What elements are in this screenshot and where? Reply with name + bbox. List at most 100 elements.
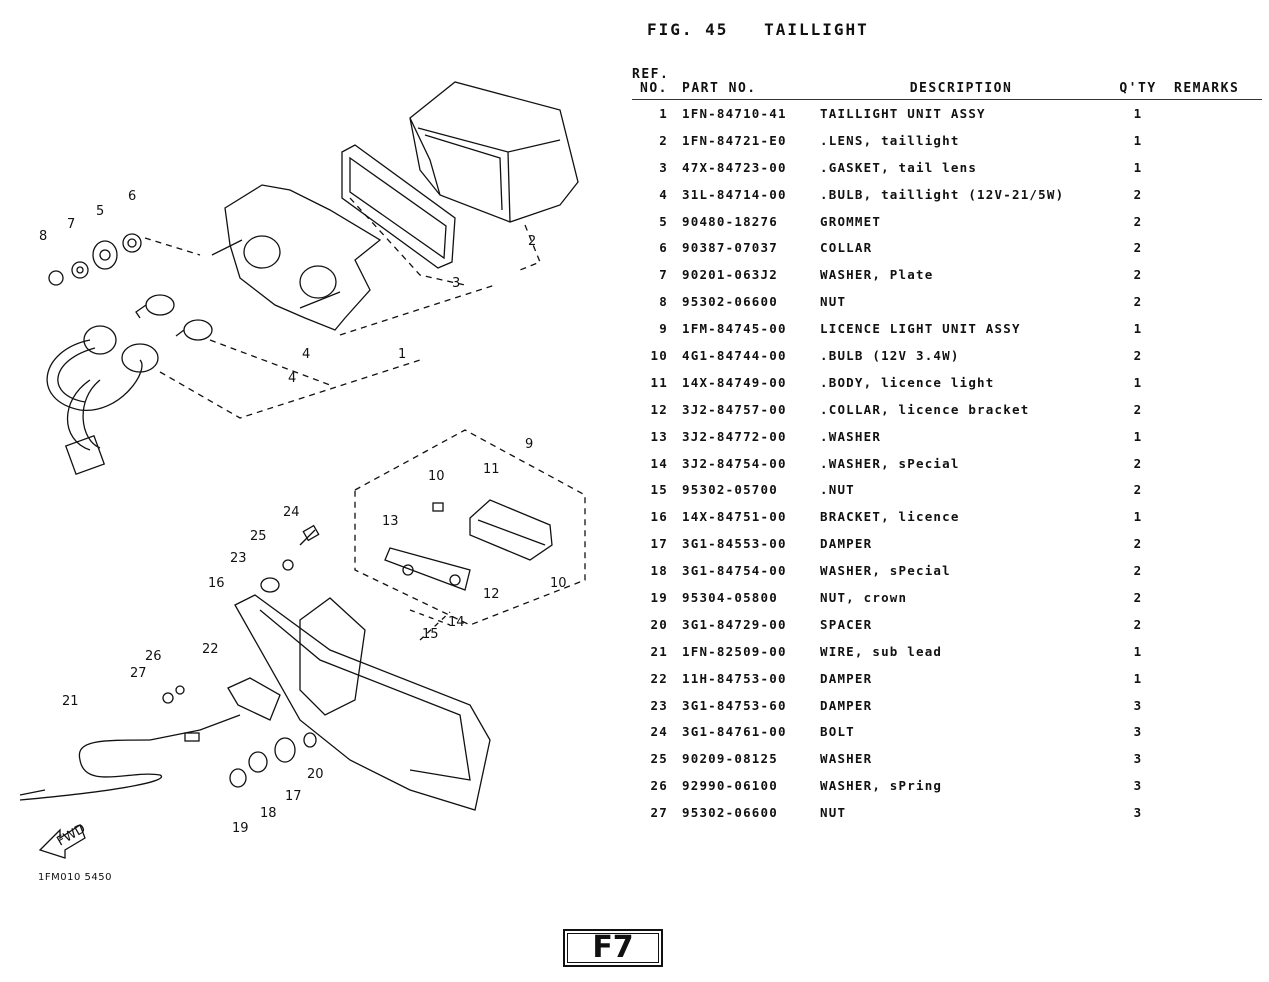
header-remarks: REMARKS [1174, 81, 1240, 96]
row-remarks [1174, 154, 1262, 181]
row-part-no: 3J2-84757-00 [682, 401, 787, 417]
header-ref-no: REF. NO. [632, 68, 678, 100]
row-ref-no: 5 [659, 213, 668, 229]
row-description: WIRE, sub lead [820, 643, 943, 659]
row-description: .NUT [820, 482, 855, 498]
row-part-no: 95302-05700 [682, 482, 778, 498]
row-remarks [1174, 584, 1262, 611]
row-ref-no: 17 [650, 536, 668, 552]
row-part-no: 1FN-84721-E0 [682, 132, 787, 148]
row-description: BRACKET, licence [820, 509, 960, 525]
callout: 17 [285, 789, 302, 804]
row-ref-no: 25 [650, 751, 668, 767]
row-part-no: 90201-063J2 [682, 267, 778, 283]
callout: 3 [452, 276, 460, 291]
callout: 19 [232, 821, 249, 836]
row-description: WASHER, Plate [820, 267, 934, 283]
row-qty: 2 [1133, 616, 1143, 632]
row-ref-no: 26 [650, 778, 668, 794]
callout: 27 [130, 666, 147, 681]
row-description: DAMPER [820, 697, 873, 713]
figure-number: FIG. 45 [647, 20, 729, 39]
callout: 8 [39, 229, 47, 244]
fwd-label: FWD [55, 821, 89, 849]
row-qty: 1 [1133, 321, 1143, 337]
row-part-no: 3G1-84729-00 [682, 616, 787, 632]
row-qty: 3 [1133, 751, 1143, 767]
row-part-no: 4G1-84744-00 [682, 347, 787, 363]
callout: 1 [398, 347, 406, 362]
callout: 14 [448, 615, 465, 630]
bolts-dampers [162, 524, 320, 788]
row-ref-no: 10 [650, 347, 668, 363]
row-qty: 2 [1133, 294, 1143, 310]
row-part-no: 14X-84749-00 [682, 374, 787, 390]
row-description: SPACER [820, 616, 873, 632]
row-part-no: 11H-84753-00 [682, 670, 787, 686]
taillight-base [211, 184, 382, 331]
row-qty: 1 [1133, 643, 1143, 659]
row-ref-no: 18 [650, 563, 668, 579]
row-part-no: 3G1-84761-00 [682, 724, 787, 740]
taillight-exploded-view: FWD 8 7 5 6 2 3 4 4 1 9 10 11 13 12 15 1… [19, 81, 586, 859]
row-remarks [1174, 181, 1262, 208]
guide-lines-upper [144, 197, 541, 419]
callout: 15 [422, 627, 439, 642]
header-qty: Q'TY [1119, 81, 1157, 96]
row-description: NUT [820, 294, 847, 310]
row-qty: 1 [1133, 670, 1143, 686]
row-ref-no: 21 [650, 643, 668, 659]
row-remarks [1174, 396, 1262, 423]
row-description: NUT [820, 805, 847, 821]
row-part-no: 3J2-84772-00 [682, 428, 787, 444]
row-ref-no: 9 [659, 321, 668, 337]
row-description: .GASKET, tail lens [820, 159, 978, 175]
header-ref-line2: NO. [640, 81, 668, 96]
callout: 11 [483, 462, 500, 477]
row-ref-no: 6 [659, 240, 668, 256]
callout: 21 [62, 694, 79, 709]
row-qty: 2 [1133, 186, 1143, 202]
row-part-no: 3J2-84754-00 [682, 455, 787, 471]
row-remarks [1174, 772, 1262, 799]
row-qty: 1 [1133, 159, 1143, 175]
row-ref-no: 3 [659, 159, 668, 175]
callout: 10 [550, 576, 567, 591]
row-remarks [1174, 208, 1262, 235]
row-ref-no: 7 [659, 267, 668, 283]
row-remarks [1174, 450, 1262, 477]
row-ref-no: 16 [650, 509, 668, 525]
row-part-no: 95302-06600 [682, 294, 778, 310]
callout: 23 [230, 551, 247, 566]
row-qty: 2 [1133, 347, 1143, 363]
row-ref-no: 4 [659, 186, 668, 202]
row-description: BOLT [820, 724, 855, 740]
row-description: NUT, crown [820, 589, 908, 605]
row-qty: 2 [1133, 589, 1143, 605]
row-remarks [1174, 423, 1262, 450]
row-qty: 2 [1133, 536, 1143, 552]
callout: 24 [283, 505, 300, 520]
row-qty: 1 [1133, 509, 1143, 525]
row-description: DAMPER [820, 670, 873, 686]
callout: 4 [302, 347, 310, 362]
row-qty: 2 [1133, 213, 1143, 229]
row-qty: 1 [1133, 105, 1143, 121]
row-qty: 3 [1133, 697, 1143, 713]
row-remarks [1174, 127, 1262, 154]
callout-labels: 8 7 5 6 2 3 4 4 1 9 10 11 13 12 15 14 10… [39, 189, 567, 836]
